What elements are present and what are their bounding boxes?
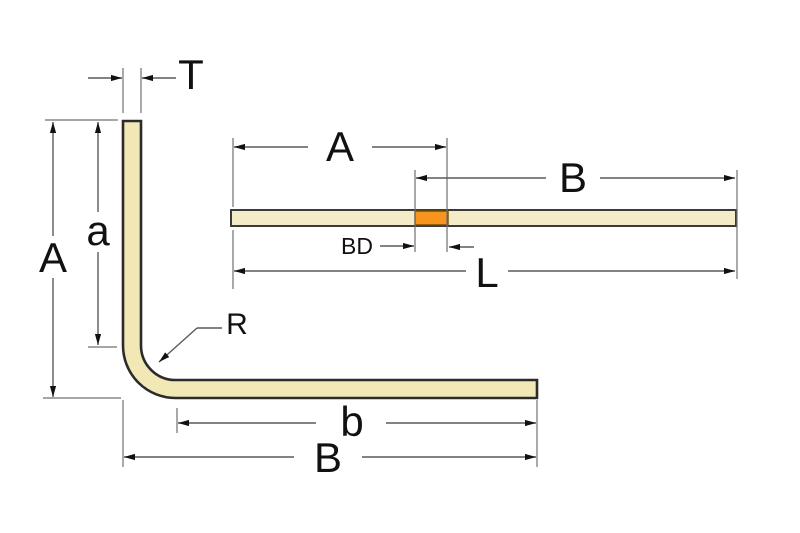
label-bg — [294, 437, 362, 477]
dim-label-A-flat: A — [326, 123, 354, 170]
dim-label-T-thickness: T — [178, 51, 204, 98]
dim-label-A-outer-height: A — [39, 234, 67, 281]
dim-label-L-total-length: L — [475, 249, 498, 296]
dimension-A-flat: A — [234, 123, 446, 170]
dim-label-B-outer-length: B — [314, 434, 342, 481]
dimension-L-total-length: L — [234, 249, 735, 296]
dimension-a-inner-height: a — [83, 122, 113, 345]
label-bg — [83, 212, 113, 252]
leader-R-diagonal — [158, 327, 198, 363]
dim-label-B-flat: B — [559, 154, 587, 201]
bent-part-cross-section — [121, 119, 539, 400]
dim-label-BD-bend-deduction: BD — [341, 233, 373, 259]
dimension-B-outer-length: B — [124, 434, 536, 481]
dimension-A-outer-height: A — [36, 122, 70, 397]
label-bg — [36, 236, 70, 278]
label-bg — [546, 159, 600, 197]
label-bg — [308, 128, 372, 166]
callout-R-bend-radius: R — [158, 308, 248, 363]
dimension-B-flat: B — [416, 154, 735, 201]
dimension-BD-bend-deduction: BD — [341, 233, 474, 259]
bend-deduction-region — [414, 210, 449, 226]
dimension-b-inner-length: b — [178, 398, 536, 445]
dimension-T-thickness: T — [88, 51, 204, 98]
dim-label-a-inner-height: a — [86, 207, 110, 254]
flat-pattern-strip — [230, 209, 737, 227]
dim-label-b-inner-length: b — [340, 398, 363, 445]
dim-label-R-bend-radius: R — [226, 308, 248, 341]
label-bg — [316, 403, 386, 441]
label-bg — [466, 251, 508, 293]
extension-lines — [43, 68, 738, 467]
